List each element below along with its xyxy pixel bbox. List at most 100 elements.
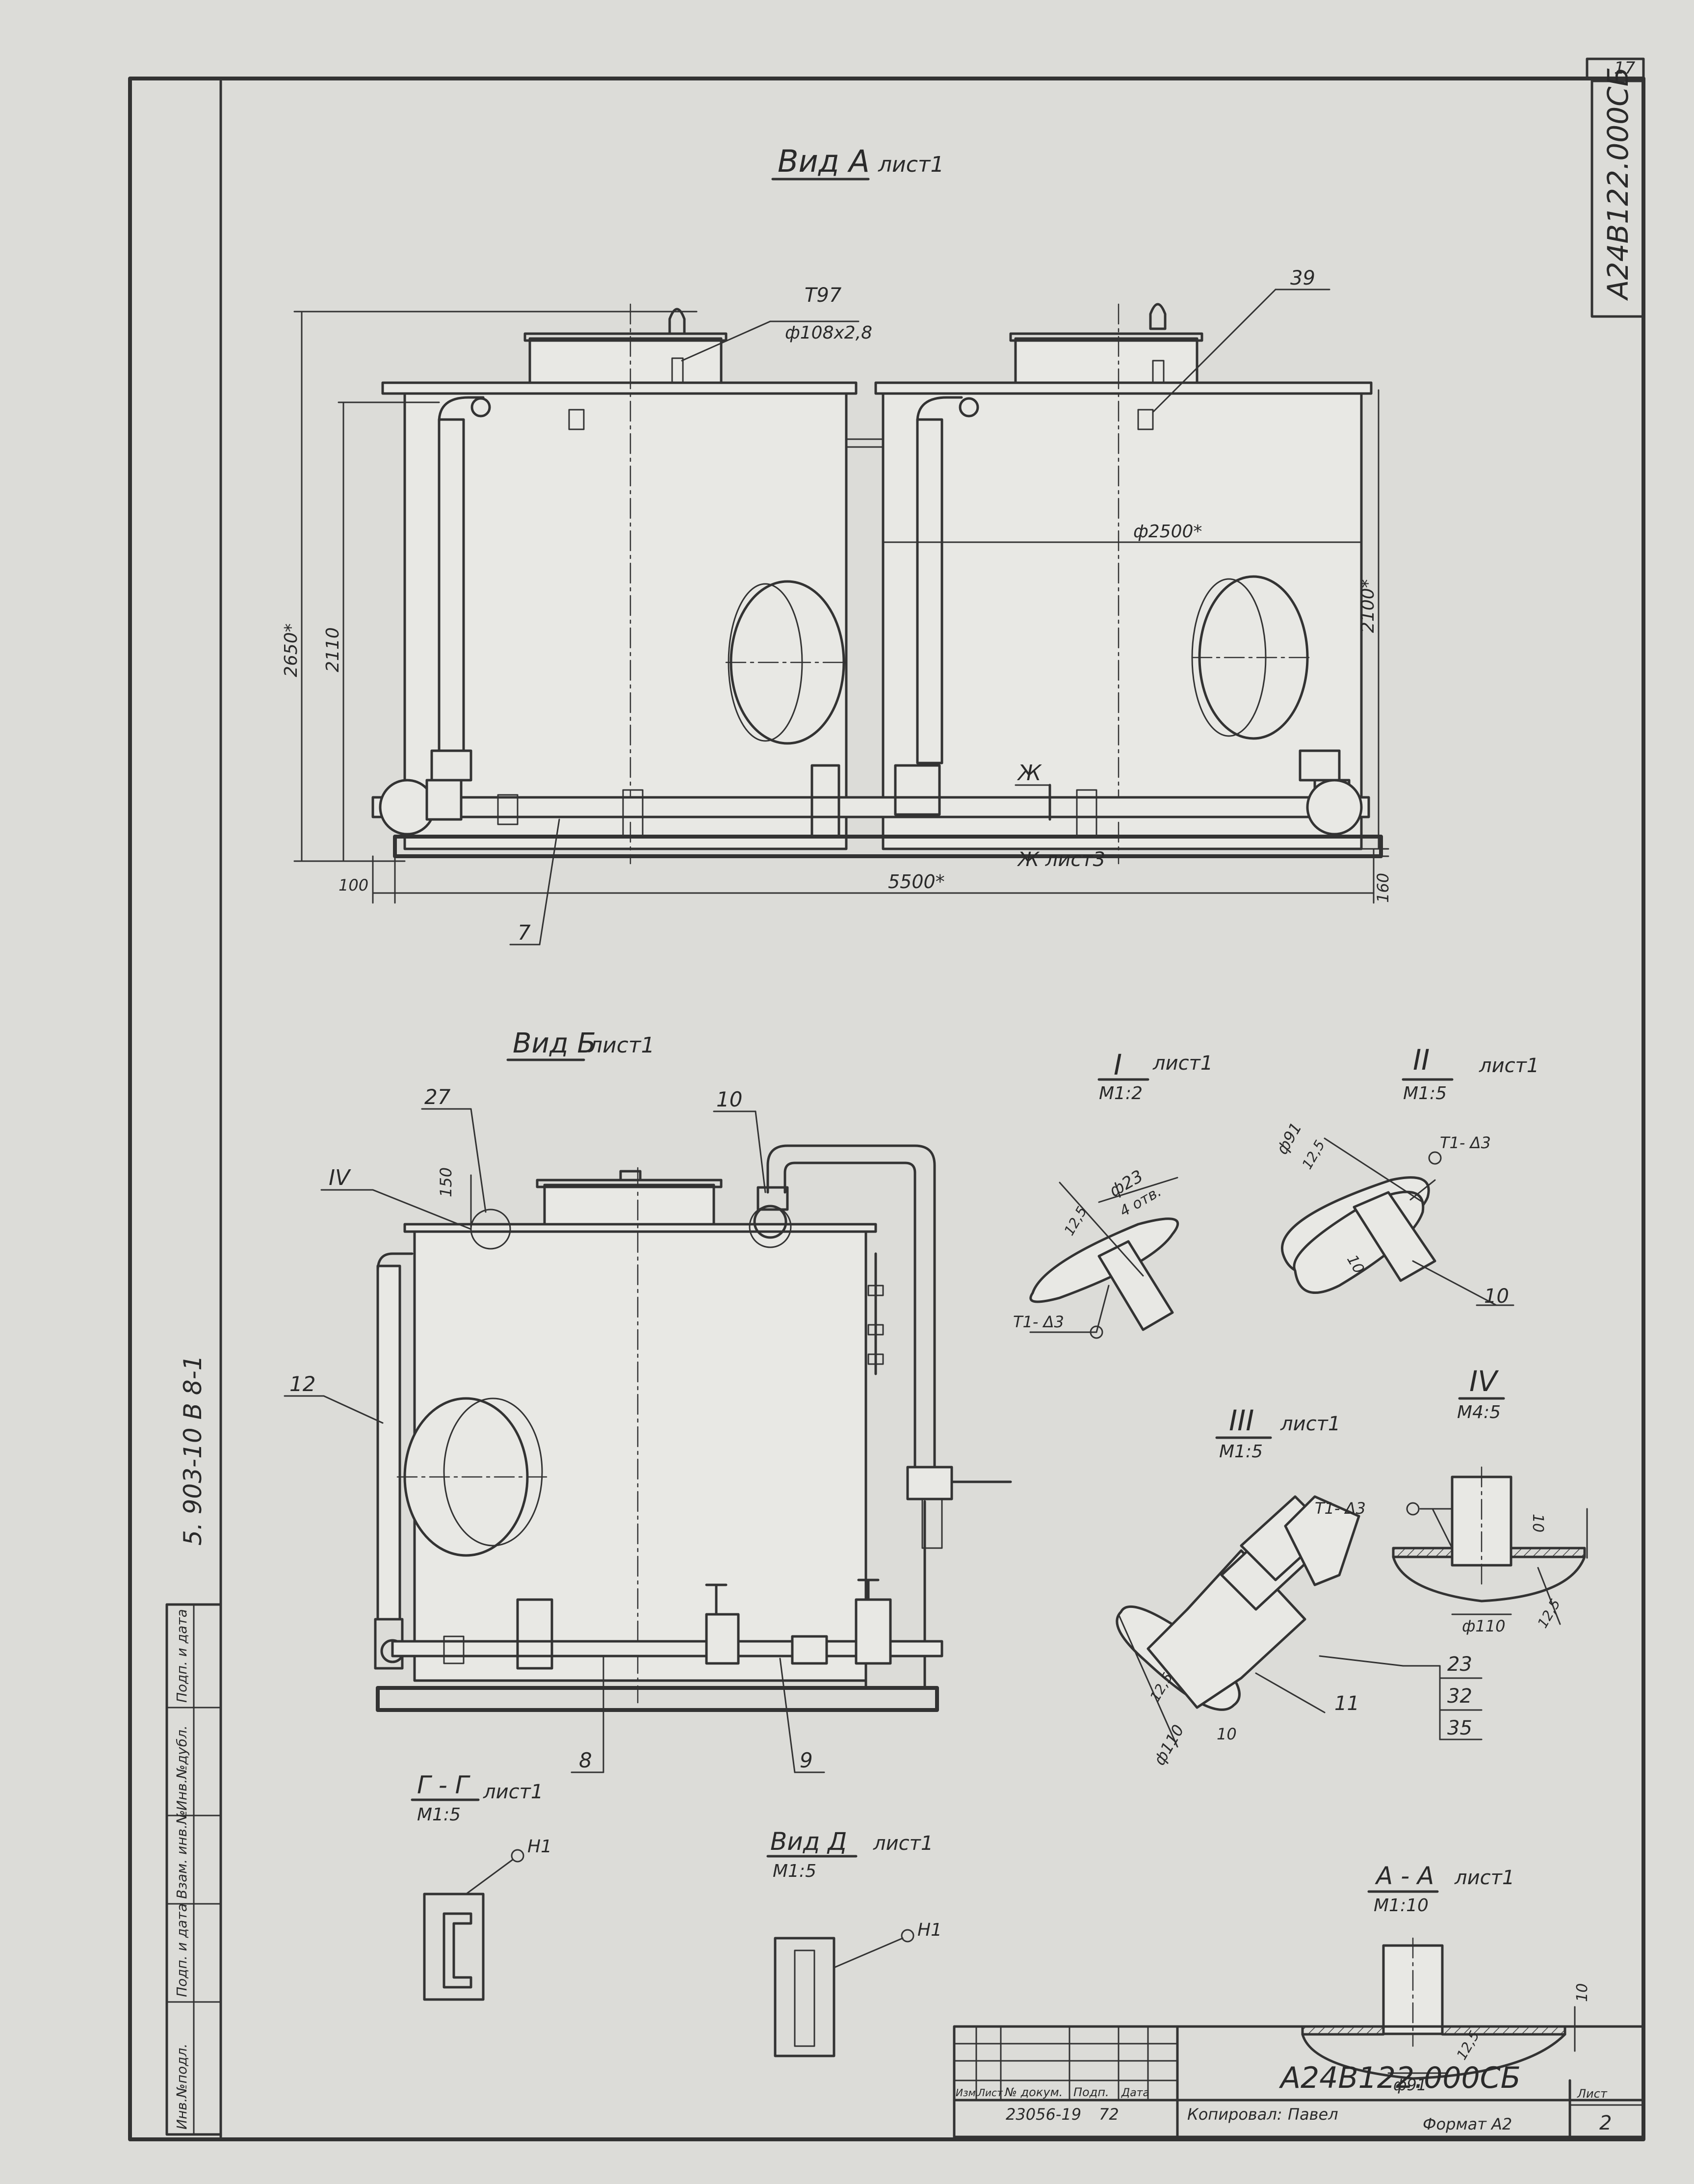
section-gg-drawing [423,1849,524,2001]
svg-text:М1:2: М1:2 [1099,1083,1143,1104]
view-a-callout-t97: Т97 [805,284,842,307]
detail-3-title: III лист1 М1:5 [1215,1404,1340,1462]
svg-text:лист1: лист1 [1479,1054,1539,1077]
view-d-label: Н1 [917,1920,942,1940]
title-col-doc: № докум. [1004,2085,1063,2099]
detail-3-callout-11: 11 [1334,1692,1359,1715]
detail-4-weld: Т1- Δ3 [1315,1499,1366,1518]
svg-text:лист1: лист1 [588,1033,655,1058]
title-order: 23056-19 [1006,2105,1081,2124]
title-sheet-number: 2 [1599,2112,1612,2134]
view-a-section-zh-sheet3: Ж лист3 [1016,848,1105,871]
svg-text:М1:5: М1:5 [417,1805,461,1825]
svg-text:А - А: А - А [1375,1862,1434,1890]
svg-text:лист1: лист1 [483,1781,543,1803]
view-a-dim-2110: 2110 [323,627,343,672]
view-a-callout-7: 7 [518,921,531,945]
detail-3-callout-23: 23 [1447,1653,1472,1676]
svg-text:лист1: лист1 [878,152,944,177]
svg-text:Вид А: Вид А [778,143,870,179]
section-gg-title: Г - Г лист1 М1:5 [411,1771,543,1825]
svg-text:лист1: лист1 [873,1832,933,1855]
svg-text:М4:5: М4:5 [1457,1402,1501,1422]
title-col-list: Лист [977,2087,1003,2099]
view-a-callout-39: 39 [1290,267,1315,289]
view-b-callout-8: 8 [579,1748,592,1772]
detail-3-callout-35: 35 [1447,1717,1472,1739]
detail-4-10: 10 [1529,1514,1546,1532]
title-block [953,2025,1645,2138]
svg-text:М1:10: М1:10 [1374,1895,1429,1916]
detail-4-title: IV М4:5 [1457,1365,1505,1422]
title-col-podp: Подп. [1073,2085,1109,2099]
view-b-dim-150: 150 [437,1167,455,1197]
view-d-title: Вид Д лист1 М1:5 [766,1827,933,1881]
view-b-callout-12: 12 [289,1372,315,1396]
view-a-dim-d2500: ф2500* [1133,522,1202,542]
title-sheet-label: Лист [1577,2087,1608,2101]
left-stamp-strip [165,1603,222,2136]
view-a-title: Вид А лист1 [771,143,944,181]
svg-text:М1:5: М1:5 [1403,1083,1447,1104]
svg-text:М1:5: М1:5 [1219,1442,1263,1462]
view-b-callout-9: 9 [800,1748,813,1772]
title-col-izm: Изм. [956,2087,979,2099]
detail-3-callout-32: 32 [1447,1685,1472,1708]
view-a-dim-5500: 5500* [888,871,945,893]
detail-2-title: II лист1 М1:5 [1402,1043,1539,1104]
title-copied: Копировал: [1187,2105,1282,2124]
title-format: Формат А2 [1423,2115,1512,2133]
detail-2-drawing [1281,1137,1514,1306]
detail-1-weld: Т1- Δ3 [1013,1313,1064,1331]
svg-text:М1:5: М1:5 [773,1861,816,1881]
svg-text:лист1: лист1 [1152,1052,1213,1075]
detail-1-title: I лист1 М1:2 [1097,1048,1213,1104]
view-b-callout-10: 10 [716,1087,742,1111]
svg-text:лист1: лист1 [1454,1867,1514,1889]
section-aa-drawing [1301,1937,1590,2080]
view-b-drawing [284,1108,1012,1773]
view-b-callout-iv: IV [329,1165,351,1190]
detail-3-drawing [1116,1495,1483,1748]
section-aa-10: 10 [1574,1983,1591,2002]
svg-text:I: I [1114,1048,1122,1081]
title-col-data: Дата [1121,2087,1149,2099]
strip-label-1: Инв.№подл. [174,2044,190,2130]
view-a-section-zh: Ж [1016,761,1042,786]
svg-text:Вид Д: Вид Д [770,1827,847,1856]
view-a-dim-160: 160 [1374,873,1392,903]
strip-label-2: Подп. и дата [174,1903,190,1997]
view-d-drawing [774,1929,914,2057]
view-b-callout-27: 27 [424,1085,451,1109]
detail-3-10: 10 [1217,1725,1237,1743]
detail-2-weld: Т1- Δ3 [1440,1133,1491,1152]
title-copied-by: Павел [1288,2105,1338,2124]
page-corner-number: 17 [1614,58,1636,78]
view-a-dim-2100: 2100* [1358,579,1378,633]
side-code: 5. 903-10 В 8-1 [179,1355,207,1546]
section-aa-title: А - А лист1 М1:10 [1367,1862,1514,1916]
svg-text:II: II [1413,1043,1430,1077]
view-b-title: Вид Б лист1 [506,1027,655,1061]
strip-label-3: Взам. инв.№ [174,1810,190,1899]
view-a-dim-2650: 2650* [281,623,301,677]
svg-text:III: III [1229,1404,1254,1437]
view-a-callout-pipe: ф108х2,8 [785,323,872,343]
detail-4-drawing [1392,1466,1588,1625]
title-designation: А24В122.000СБ [1278,2061,1521,2095]
svg-text:Вид Б: Вид Б [513,1027,596,1059]
section-aa-d91: ф91 [1393,2076,1427,2094]
strip-label-5: Подп. и дата [174,1609,190,1703]
svg-text:Г - Г: Г - Г [417,1771,471,1799]
svg-text:IV: IV [1469,1365,1499,1398]
view-a-dim-100: 100 [339,876,368,895]
detail-1-drawing [1029,1177,1179,1339]
strip-label-4: Инв.№дубл. [174,1725,190,1811]
svg-text:лист1: лист1 [1280,1413,1340,1435]
detail-2-callout-10: 10 [1484,1285,1509,1308]
section-gg-label: Н1 [527,1837,552,1857]
title-year: 72 [1099,2105,1119,2124]
detail-4-d110: ф110 [1462,1617,1505,1635]
